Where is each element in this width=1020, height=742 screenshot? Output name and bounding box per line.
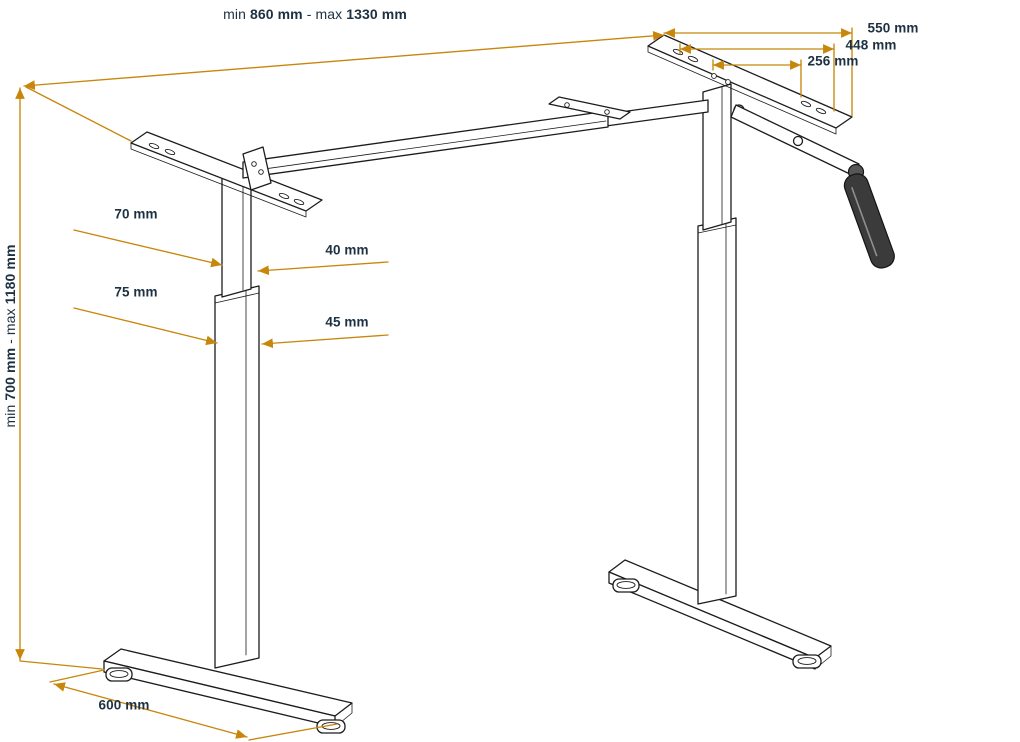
crank-handle xyxy=(730,104,895,269)
right-foot xyxy=(608,559,832,670)
hole-spacing-inner-label: 256 mm xyxy=(807,53,859,69)
crank-fold-joint xyxy=(792,135,804,147)
telescoping-crossbar xyxy=(242,96,709,191)
lower-column-depth-label: 45 mm xyxy=(325,314,369,330)
crossbar-end-flange xyxy=(242,146,272,191)
width-min-value: 860 mm xyxy=(249,6,303,22)
height-range-label: min 700 mm - max 1180 mm xyxy=(2,245,18,428)
height-extension-line xyxy=(19,660,103,670)
height-max-prefix: max xyxy=(2,308,18,336)
width-extension-line xyxy=(25,86,132,142)
width-max-prefix: max xyxy=(315,6,343,22)
foot-extension-left xyxy=(49,669,105,683)
width-max-value: 1330 mm xyxy=(346,6,407,22)
top-plate-length-label: 550 mm xyxy=(867,20,919,36)
upper-column-40-leader xyxy=(257,261,389,276)
upper-column-width-label: 70 mm xyxy=(114,206,158,222)
right-leg-column xyxy=(697,83,737,605)
lower-column-45-leader xyxy=(261,334,389,349)
width-range-label: min 860 mm - max 1330 mm xyxy=(223,6,407,22)
crossbar-mid-plate xyxy=(548,96,631,120)
height-max-value: 1180 mm xyxy=(2,244,18,305)
height-min-value: 700 mm xyxy=(2,347,18,401)
upper-column-70-leader xyxy=(73,229,223,268)
foot-length-label: 600 mm xyxy=(98,697,150,713)
hole-spacing-outer-label: 448 mm xyxy=(845,37,897,53)
foot-extension-right xyxy=(248,723,338,741)
foot-dimension-line xyxy=(53,682,248,739)
height-dash: - xyxy=(2,339,18,344)
width-min-prefix: min xyxy=(223,6,246,22)
lower-column-75-leader xyxy=(73,307,218,346)
upper-column-depth-label: 40 mm xyxy=(325,242,369,258)
width-dash: - xyxy=(306,6,312,22)
left-mounting-plate xyxy=(130,131,323,218)
height-min-prefix: min xyxy=(2,404,18,428)
lower-column-width-label: 75 mm xyxy=(114,284,158,300)
crank-grip xyxy=(843,173,895,269)
dimension-lines xyxy=(15,27,853,741)
width-dimension-line xyxy=(23,31,665,90)
left-leg-column xyxy=(214,167,260,669)
